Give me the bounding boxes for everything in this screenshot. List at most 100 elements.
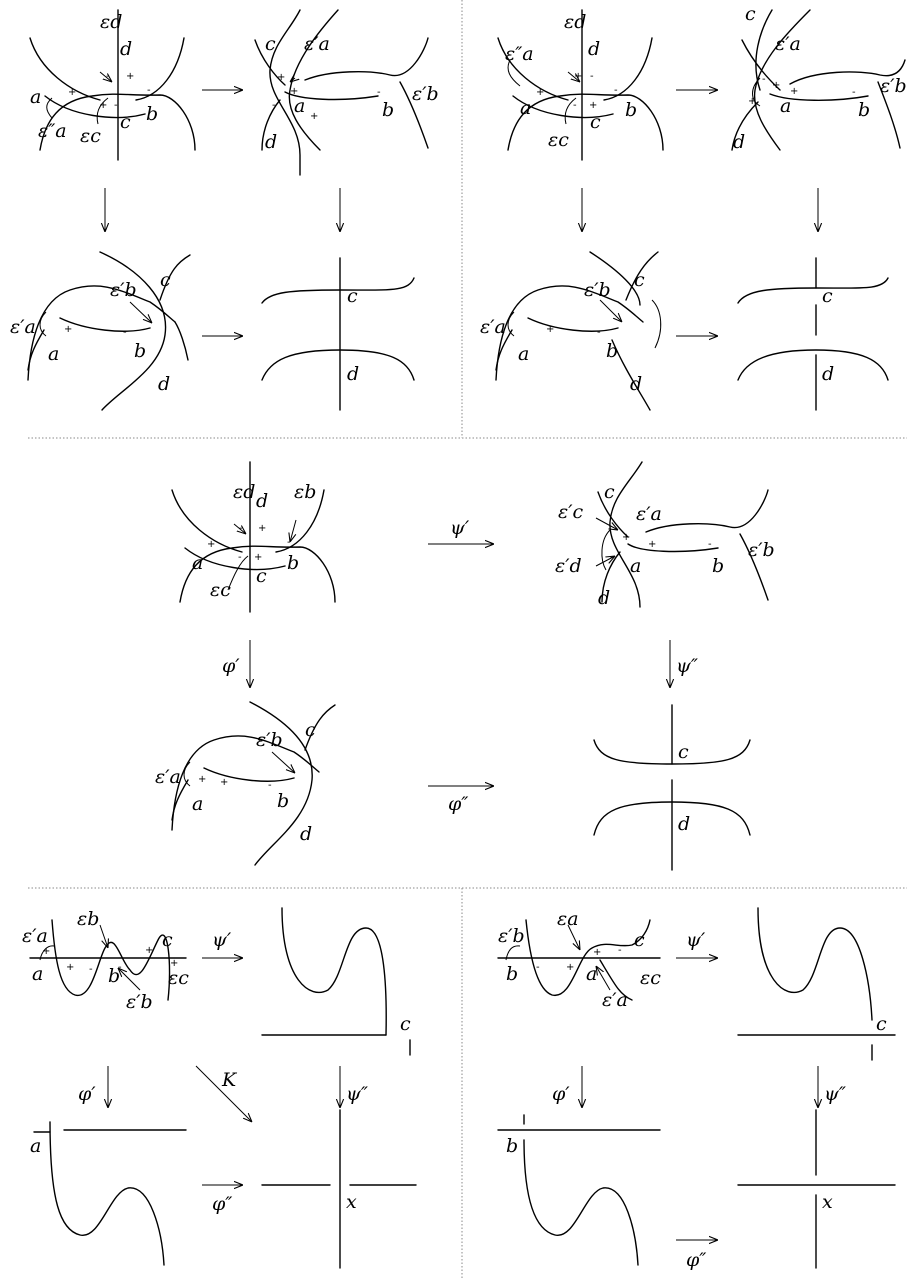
p5-start-diagram: - + + - ε′b εa c b a εc ε′a [497,908,661,1011]
label-eps-a2: ε″a [505,43,534,65]
label-eps-b1: ε′b [498,925,525,947]
label-b: b [506,963,518,985]
label-c: c [822,285,833,307]
panel-5: - + + - ε′b εa c b a εc ε′a ψ′ c ψ″ φ′ [497,907,896,1271]
map-label-psi-prime: ψ′ [450,517,470,539]
label-a: a [30,1135,41,1157]
label-eps-b1: ε′b [584,279,611,301]
sign-plus: + [277,72,285,83]
label-eps-d: εd [100,11,122,33]
label-b: b [146,103,158,125]
sign-minus: - [610,552,614,563]
label-eps-c: εc [640,967,661,989]
map-label-psi-double-prime: ψ″ [824,1083,846,1105]
label-eps-a1: ε′a [480,316,506,338]
sign-plus: + [258,523,266,534]
sign-minus: - [114,100,118,111]
sign-plus: + [546,324,554,335]
sign-minus: - [762,74,766,85]
label-c: c [604,481,615,503]
p2-bottom-right-diagram: c d [737,257,889,411]
p4-bottom-left-diagram: a [30,1121,187,1266]
label-eps-b: εb [294,481,316,503]
p1-bottom-right-diagram: c d [261,257,415,411]
panel-3: + - + - + - εd d εb a b c εc ψ′ + [155,461,775,871]
sign-plus: + [290,86,298,97]
label-eps-b1: ε′b [412,83,439,105]
sign-plus: + [622,532,630,543]
label-d: d [588,38,600,60]
label-eps-b: εb [77,908,99,930]
map-label-phi-double-prime: φ″ [686,1249,706,1271]
label-d: d [598,587,610,609]
sign-plus: + [593,947,601,958]
label-a: a [630,555,641,577]
label-d: d [630,373,642,395]
sign-minus: - [106,71,110,82]
sign-plus: + [536,87,544,98]
p4-bottom-right-diagram: x [261,1109,417,1269]
p3-start-diagram: + - + - + - εd d εb a b c εc [171,461,336,613]
label-c: c [400,1013,411,1035]
label-d: d [300,823,312,845]
sign-plus: + [566,962,574,973]
p2-top-right-diagram: - + + + - c ε′a a b ε′b d [731,3,907,153]
label-a: a [780,95,791,117]
map-label-phi-prime: φ′ [222,655,240,677]
label-c: c [745,3,756,25]
label-d: d [347,363,359,385]
label-a: a [586,963,597,985]
sign-plus: + [254,552,262,563]
label-eps-a2: ε″a [38,120,67,142]
p5-top-right-diagram: c [737,907,896,1061]
sign-minus: - [618,945,622,956]
label-d: d [822,363,834,385]
sign-plus: + [198,774,206,785]
p3-bottom-left-diagram: + + - ε′b c ε′a a b d [155,701,336,866]
sign-minus: - [852,87,856,98]
map-label-psi-double-prime: ψ″ [346,1083,368,1105]
sign-minus: - [147,85,151,96]
label-a: a [518,343,529,365]
sign-minus: - [123,327,127,338]
p4-start-diagram: + + - - + + ε′a εb c a b εc ε′b [22,908,189,1013]
label-eps-a1: ε′a [602,989,628,1011]
sign-minus: - [239,523,243,534]
label-c: c [634,269,645,291]
label-eps-a1: ε′a [155,766,181,788]
label-b: b [134,340,146,362]
arrow-K [195,1065,252,1122]
map-label-phi-double-prime: φ″ [212,1193,232,1215]
map-label-phi-double-prime: φ″ [448,793,468,815]
map-label-psi-prime: ψ′ [686,929,706,951]
sign-plus: + [648,539,656,550]
p5-bottom-right-diagram: x [737,1109,896,1269]
label-b: b [287,552,299,574]
sign-plus: + [790,86,798,97]
sign-minus: - [268,780,272,791]
p1-top-right-diagram: + + - + - c ε′a a b ε′b d [254,9,439,176]
p4-top-right-diagram: c [261,907,411,1056]
label-c: c [678,741,689,763]
sign-minus: - [536,962,540,973]
sign-plus: + [207,539,215,550]
label-eps-c: εc [210,579,231,601]
label-a: a [192,552,203,574]
label-b: b [625,99,637,121]
label-b: b [277,790,289,812]
label-eps-b1: ε′b [126,991,153,1013]
label-c: c [590,111,601,133]
label-eps-a1: ε′a [22,925,48,947]
map-label-phi-prime: φ′ [552,1083,570,1105]
label-eps-d1: ε′d [555,555,582,577]
sign-plus: + [748,96,756,107]
sign-plus: + [42,946,50,957]
label-a: a [192,793,203,815]
label-eps-c: εc [548,129,569,151]
p3-bottom-right-diagram: c d [593,704,751,871]
p2-bottom-left-diagram: + - ε′b c ε′a a b d [480,251,662,411]
label-a: a [294,95,305,117]
map-label-psi-double-prime: ψ″ [676,655,698,677]
label-c: c [634,929,645,951]
label-eps-c1: ε′c [558,501,584,523]
